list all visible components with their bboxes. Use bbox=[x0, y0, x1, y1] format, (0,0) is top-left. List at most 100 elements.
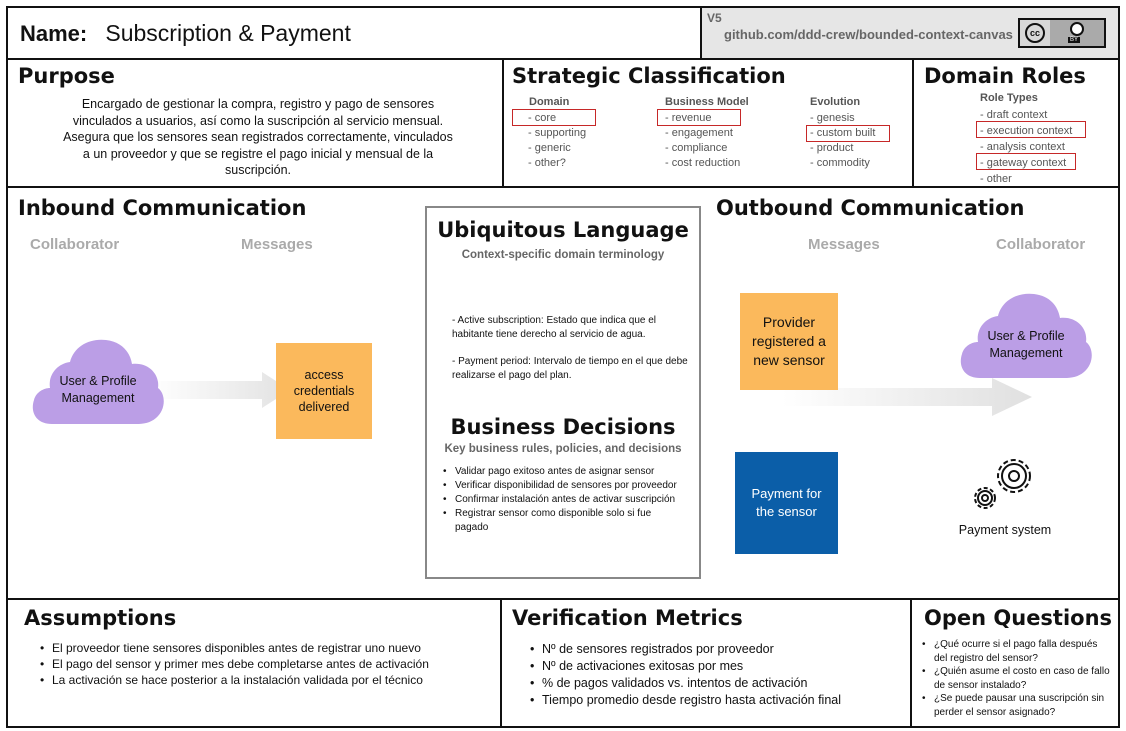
cc-license-icon: cc BY bbox=[1018, 18, 1106, 48]
inbound-col-messages: Messages bbox=[241, 236, 313, 253]
purpose-title: Purpose bbox=[18, 64, 115, 88]
evolution-item: - genesis bbox=[810, 112, 855, 124]
roles-head: Role Types bbox=[980, 92, 1038, 104]
header-name: Name: Subscription & Payment bbox=[20, 20, 351, 47]
divider-header bbox=[6, 58, 1120, 60]
strategic-title: Strategic Classification bbox=[512, 64, 786, 88]
assumption-item: El pago del sensor y primer mes debe com… bbox=[38, 656, 482, 672]
metric-item: Nº de sensores registrados por proveedor bbox=[528, 641, 900, 658]
canvas-frame bbox=[6, 6, 1120, 728]
divider-assumptions bbox=[500, 598, 502, 728]
metrics-title: Verification Metrics bbox=[512, 606, 743, 630]
term-item: - Payment period: Intervalo de tiempo en… bbox=[452, 356, 688, 381]
role-item: - analysis context bbox=[980, 141, 1065, 153]
outbound-message-text: Provider registered a new sensor bbox=[752, 314, 826, 368]
assumptions-list: El proveedor tiene sensores disponibles … bbox=[38, 640, 482, 688]
assumption-item: La activación se hace posterior a la ins… bbox=[38, 672, 482, 688]
evolution-item: - product bbox=[810, 142, 854, 154]
decision-item: Validar pago exitoso antes de asignar se… bbox=[441, 465, 681, 479]
inbound-title: Inbound Communication bbox=[18, 196, 307, 220]
purpose-text: Encargado de gestionar la compra, regist… bbox=[63, 97, 453, 177]
role-item: - draft context bbox=[980, 109, 1048, 121]
divider-purpose bbox=[502, 58, 504, 188]
payment-message-text: Payment for the sensor bbox=[751, 486, 822, 519]
outbound-title: Outbound Communication bbox=[716, 196, 1025, 220]
business-head: Business Model bbox=[665, 96, 749, 108]
term-item: - Active subscription: Estado que indica… bbox=[452, 315, 657, 340]
cc-text: cc bbox=[1025, 23, 1045, 43]
context-name: Subscription & Payment bbox=[105, 20, 351, 46]
decision-item: Confirmar instalación antes de activar s… bbox=[441, 493, 681, 507]
domain-head: Domain bbox=[529, 96, 570, 108]
decision-item: Registrar sensor como disponible solo si… bbox=[441, 507, 681, 535]
divider-header-v bbox=[700, 6, 702, 60]
arrow-right-icon bbox=[150, 372, 290, 408]
outbound-payment-label: Payment system bbox=[958, 523, 1052, 537]
domain-item: - core bbox=[528, 112, 557, 124]
domain-item: - generic bbox=[528, 142, 571, 154]
by-badge: BY bbox=[1050, 20, 1104, 46]
revenue-highlight bbox=[657, 109, 741, 126]
business-column: Business Model - revenue - engagement - … bbox=[662, 95, 782, 171]
github-link[interactable]: github.com/ddd-crew/bounded-context-canv… bbox=[724, 27, 1013, 42]
inbound-col-collaborator: Collaborator bbox=[30, 236, 120, 253]
question-item: ¿Se puede pausar una suscripción sin per… bbox=[920, 692, 1110, 719]
outbound-message-sticky: Provider registered a new sensor bbox=[740, 293, 838, 390]
custom-built-highlight bbox=[806, 125, 890, 142]
question-item: ¿Qué ocurre si el pago falla después del… bbox=[920, 638, 1110, 665]
divider-questions bbox=[910, 598, 912, 728]
cloud-icon bbox=[32, 339, 164, 424]
execution-highlight bbox=[976, 121, 1086, 138]
questions-title: Open Questions bbox=[924, 606, 1113, 630]
outbound-col-messages: Messages bbox=[808, 236, 880, 253]
version-label: V5 bbox=[707, 11, 722, 25]
roles-title: Domain Roles bbox=[924, 64, 1086, 88]
name-label: Name: bbox=[20, 21, 88, 46]
metric-item: Tiempo promedio desde registro hasta act… bbox=[528, 692, 900, 709]
outbound-col-collaborator: Collaborator bbox=[996, 236, 1086, 253]
evolution-head: Evolution bbox=[810, 96, 861, 108]
inbound-message-sticky: access credentials delivered bbox=[276, 343, 372, 439]
question-item: ¿Quién asume el costo en caso de fallo d… bbox=[920, 665, 1110, 692]
evolution-column: Evolution - genesis - custom built - pro… bbox=[806, 95, 906, 171]
metric-item: Nº de activaciones exitosas por mes bbox=[528, 658, 900, 675]
by-text: BY bbox=[1068, 37, 1081, 43]
business-item: - revenue bbox=[665, 112, 712, 124]
divider-bottom-row bbox=[6, 598, 1120, 600]
divider-top-row bbox=[6, 186, 1120, 188]
evolution-item: - commodity bbox=[810, 157, 870, 169]
role-item: - gateway context bbox=[980, 157, 1067, 169]
role-item: - execution context bbox=[980, 125, 1073, 137]
inbound-collaborator-label: User & Profile Management bbox=[59, 374, 137, 405]
gateway-highlight bbox=[976, 153, 1076, 170]
assumption-item: El proveedor tiene sensores disponibles … bbox=[38, 640, 482, 656]
metrics-list: Nº de sensores registrados por proveedor… bbox=[528, 641, 900, 709]
metric-item: % de pagos validados vs. intentos de act… bbox=[528, 675, 900, 692]
ubiquitous-subtitle: Context-specific domain terminology bbox=[461, 249, 665, 261]
arrow-right-icon bbox=[782, 378, 1032, 416]
business-item: - cost reduction bbox=[665, 157, 741, 169]
inbound-message-text: access credentials delivered bbox=[293, 368, 355, 414]
cc-badge: cc bbox=[1020, 20, 1050, 46]
evolution-item: - custom built bbox=[810, 127, 876, 139]
assumptions-title: Assumptions bbox=[24, 606, 177, 630]
gears-icon bbox=[974, 459, 1031, 509]
decision-item: Verificar disponibilidad de sensores por… bbox=[441, 479, 681, 493]
header-meta: V5 github.com/ddd-crew/bounded-context-c… bbox=[702, 8, 1118, 58]
business-item: - engagement bbox=[665, 127, 733, 139]
core-highlight bbox=[512, 109, 596, 126]
outbound-collaborator-label: User & Profile Management bbox=[987, 329, 1065, 360]
roles-list: Role Types - draft context - execution c… bbox=[976, 91, 1096, 187]
domain-item: - supporting bbox=[528, 127, 587, 139]
business-item: - compliance bbox=[665, 142, 728, 154]
decisions-subtitle: Key business rules, policies, and decisi… bbox=[444, 443, 682, 455]
divider-roles bbox=[912, 58, 914, 188]
ubiquitous-title: Ubiquitous Language bbox=[437, 218, 689, 242]
cloud-icon bbox=[960, 293, 1092, 378]
questions-list: ¿Qué ocurre si el pago falla después del… bbox=[920, 638, 1110, 719]
domain-column: Domain - core - supporting - generic - o… bbox=[512, 95, 622, 171]
decisions-list: Validar pago exitoso antes de asignar se… bbox=[441, 465, 681, 535]
payment-message-sticky: Payment for the sensor bbox=[735, 452, 838, 554]
role-item: - other bbox=[980, 173, 1012, 185]
decisions-title: Business Decisions bbox=[450, 415, 676, 439]
